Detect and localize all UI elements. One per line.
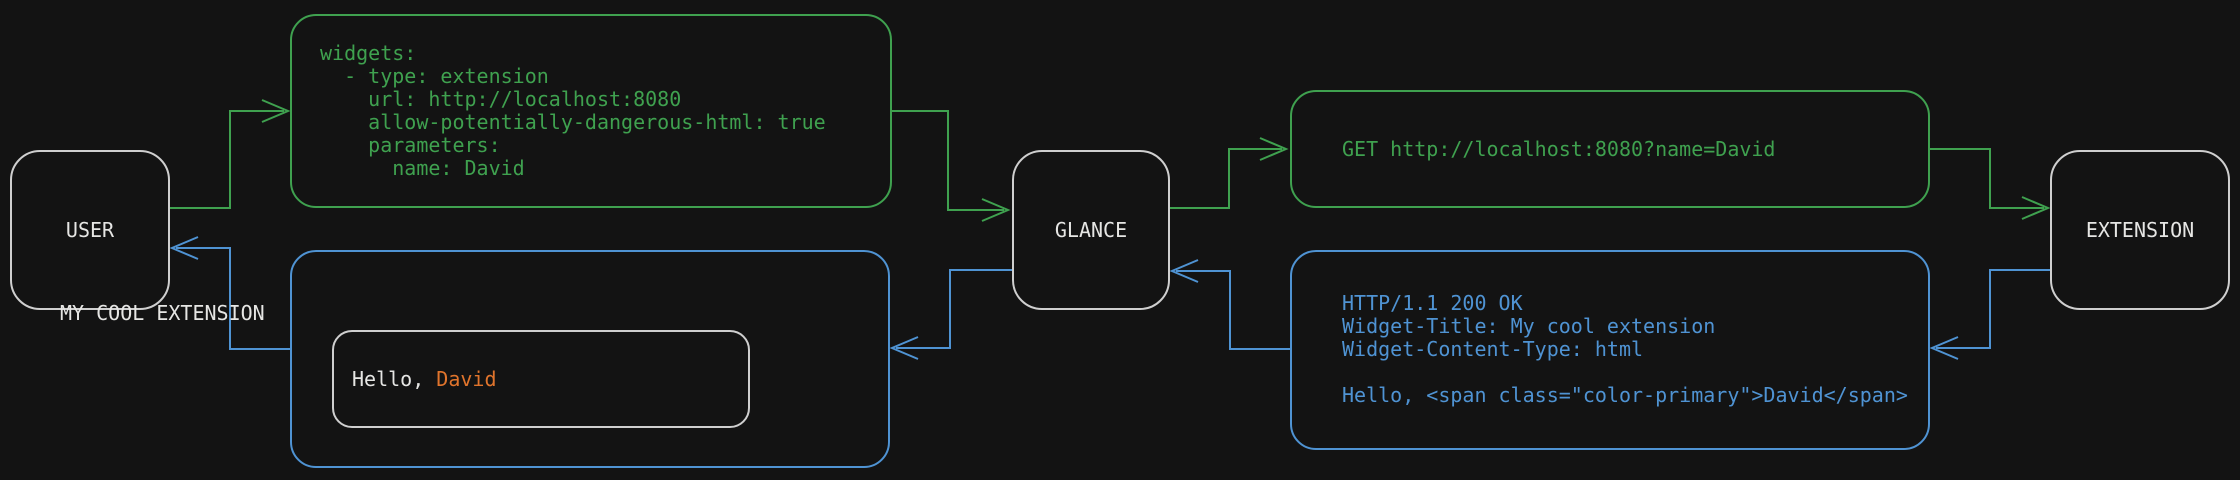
arrowhead-response-box: [1929, 336, 1959, 360]
config-line: parameters:: [320, 133, 501, 157]
widget-preview-box: [290, 250, 890, 468]
response-line: HTTP/1.1 200 OK: [1342, 291, 1523, 315]
response-line: Widget-Title: My cool extension: [1342, 314, 1716, 338]
arrowhead-request-box: [1259, 137, 1289, 161]
greeting-prefix: Hello,: [352, 366, 437, 391]
arrow-glance-to-request: [1170, 148, 1282, 209]
node-user-label: USER: [65, 218, 115, 242]
response-line: Hello, <span class="color-primary">David…: [1342, 383, 1908, 407]
config-line: url: http://localhost:8080: [320, 87, 682, 111]
response-line: Widget-Content-Type: html: [1342, 337, 1644, 361]
arrowhead-extension: [2021, 196, 2051, 220]
node-glance: GLANCE: [1012, 150, 1170, 310]
config-line: name: David: [320, 156, 525, 180]
config-line: allow-potentially-dangerous-html: true: [320, 110, 826, 134]
node-extension-label: EXTENSION: [2085, 218, 2195, 242]
node-glance-label: GLANCE: [1054, 218, 1128, 242]
http-request-box: GET http://localhost:8080?name=David: [1290, 90, 1930, 208]
config-yaml-box: widgets: - type: extension url: http://l…: [290, 14, 892, 208]
request-line: GET http://localhost:8080?name=David: [1342, 136, 1776, 161]
arrow-response-to-glance: [1176, 270, 1290, 350]
http-response-box: HTTP/1.1 200 OK Widget-Title: My cool ex…: [1290, 250, 1930, 450]
arrowhead-user: [169, 236, 199, 260]
widget-greeting-box: Hello, David: [332, 330, 750, 428]
arrowhead-config: [261, 99, 291, 123]
node-user: USER: [10, 150, 170, 310]
arrowhead-widget-box: [889, 336, 919, 360]
arrow-config-to-glance: [892, 110, 1004, 211]
arrow-glance-to-widget: [896, 269, 1012, 349]
response-line: [1342, 361, 1928, 384]
arrow-extension-to-response: [1936, 269, 2050, 349]
widget-greeting: Hello, David: [352, 366, 497, 391]
arrowhead-glance-response: [1169, 259, 1199, 283]
config-line: - type: extension: [320, 64, 549, 88]
greeting-name: David: [436, 366, 497, 391]
config-line: widgets:: [320, 41, 417, 65]
arrow-request-to-extension: [1930, 148, 2044, 209]
widget-title: MY COOL EXTENSION: [60, 301, 265, 325]
arrowhead-glance-request: [981, 198, 1011, 222]
arrow-user-to-config: [170, 110, 284, 209]
node-extension: EXTENSION: [2050, 150, 2230, 310]
arrow-widget-to-user: [176, 247, 290, 350]
